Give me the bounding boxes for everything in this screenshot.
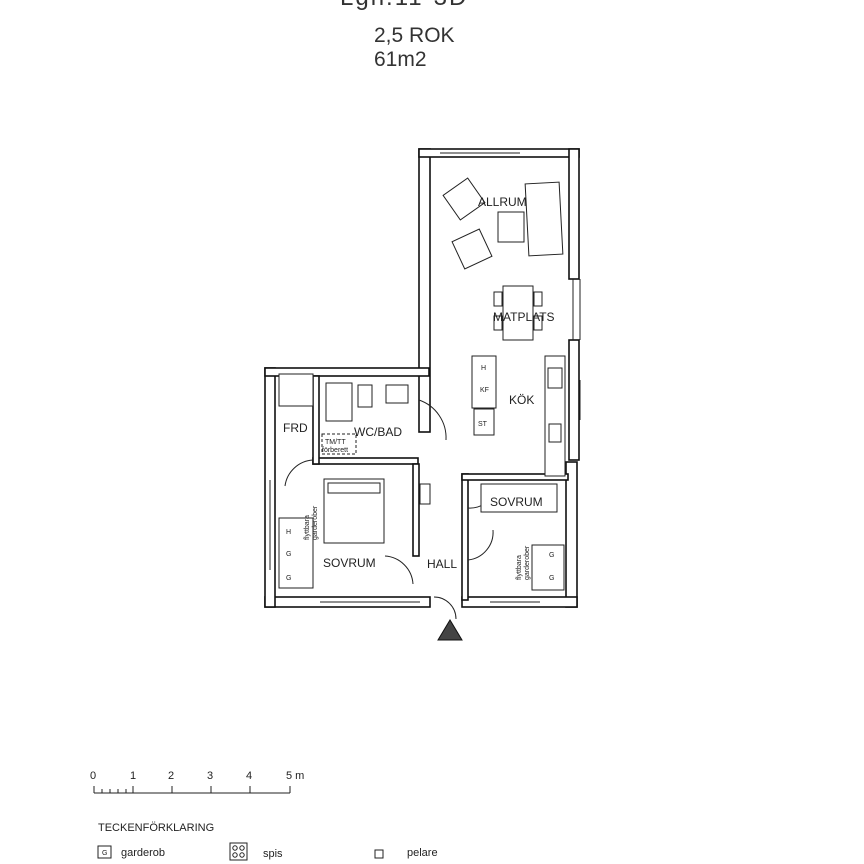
legend-title: TECKENFÖRKLARING bbox=[98, 822, 214, 834]
fixture-st: ST bbox=[478, 421, 488, 428]
pelare-symbol-icon bbox=[374, 849, 384, 859]
fixture-tmtt: TM/TT bbox=[325, 439, 346, 446]
spis-symbol-icon bbox=[229, 842, 248, 861]
fixture-g-sovrum-2: G bbox=[286, 575, 291, 582]
furniture bbox=[278, 177, 566, 591]
scale-bar bbox=[93, 786, 291, 794]
fixture-forberett: förberett bbox=[322, 447, 348, 454]
fixture-g-sovrum2-2: G bbox=[549, 575, 554, 582]
scale-tick-4: 4 bbox=[246, 770, 252, 782]
fixture-kf: KF bbox=[480, 387, 489, 394]
fixture-garderober-1: garderober bbox=[312, 505, 319, 540]
room-label-kok: KÖK bbox=[509, 393, 534, 407]
legend-garderob-symbol: G bbox=[102, 850, 107, 857]
scale-tick-0: 0 bbox=[90, 770, 96, 782]
fixture-g-sovrum-1: G bbox=[286, 551, 291, 558]
scale-tick-2: 2 bbox=[168, 770, 174, 782]
room-count: 2,5 ROK bbox=[374, 24, 455, 47]
scale-tick-1: 1 bbox=[130, 770, 136, 782]
scale-tick-5: 5 m bbox=[286, 770, 304, 782]
fixture-h-sovrum: H bbox=[286, 529, 291, 536]
room-label-hall: HALL bbox=[427, 557, 457, 571]
fixture-g-sovrum2-1: G bbox=[549, 552, 554, 559]
windows bbox=[269, 152, 581, 603]
fixture-flyttbara-2: flyttbara bbox=[516, 555, 523, 580]
room-label-sovrum-1: SOVRUM bbox=[323, 556, 376, 570]
room-label-frd: FRD bbox=[283, 421, 308, 435]
floor-area: 61m2 bbox=[374, 48, 427, 71]
legend-garderob-label: garderob bbox=[121, 847, 165, 859]
entrance-marker bbox=[437, 619, 463, 641]
fixture-garderober-2: garderober bbox=[524, 545, 531, 580]
scale-tick-3: 3 bbox=[207, 770, 213, 782]
room-label-allrum: ALLRUM bbox=[478, 195, 527, 209]
garderob-symbol-icon bbox=[97, 845, 112, 859]
apartment-title-cutoff: Lgh.11-3D bbox=[340, 0, 468, 12]
legend-spis-label: spis bbox=[263, 848, 283, 860]
room-label-wcbad: WC/BAD bbox=[354, 425, 402, 439]
fixture-flyttbara-1: flyttbara bbox=[304, 515, 311, 540]
room-label-matplats: MATPLATS bbox=[493, 310, 555, 324]
room-label-sovrum-2: SOVRUM bbox=[490, 495, 543, 509]
fixture-h-kitchen: H bbox=[481, 365, 486, 372]
legend-pelare-label: pelare bbox=[407, 847, 438, 859]
